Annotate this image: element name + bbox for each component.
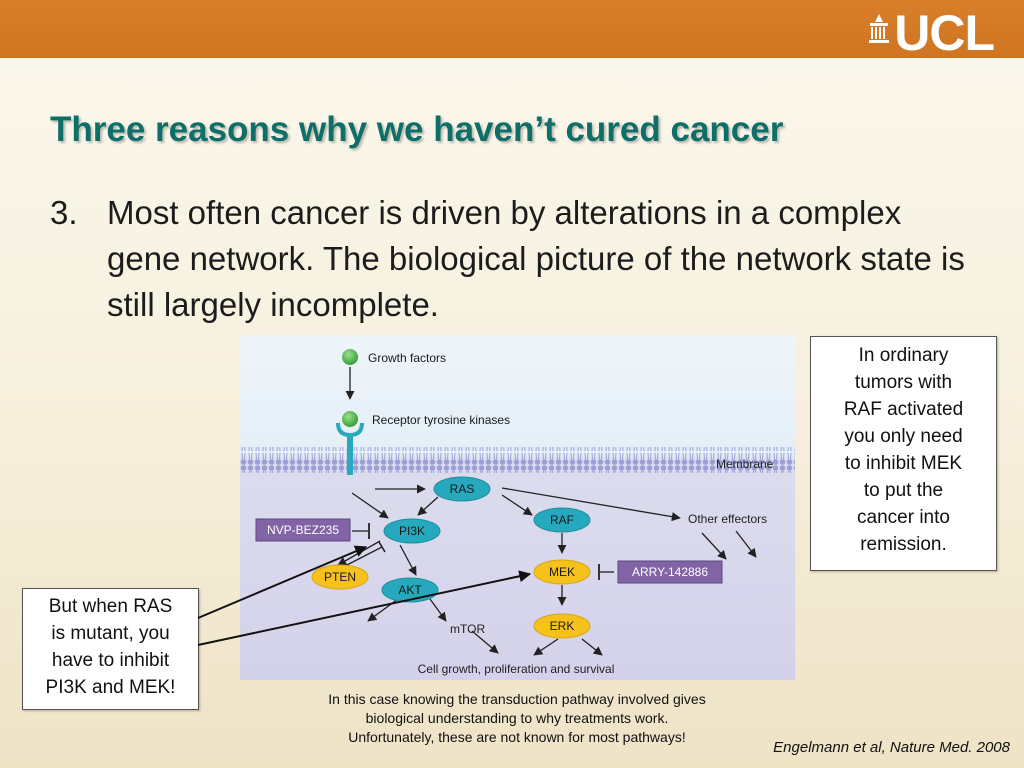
node-raf [533, 507, 591, 533]
node-pten-label: PTEN [324, 570, 356, 584]
caption-line: In this case knowing the transduction pa… [328, 691, 706, 707]
callout-right-line: RAF activated [843, 399, 964, 420]
header-bar: UCL [0, 0, 1024, 58]
portico-icon [869, 14, 890, 43]
arrow-ras-effectors [501, 487, 681, 522]
callout-right-line: to inhibit MEK [844, 453, 963, 474]
receptor-stalk [347, 435, 353, 475]
node-pi3k [383, 518, 441, 544]
callout-right-line: cancer into [857, 507, 950, 528]
bound-ligand [342, 411, 358, 427]
node-ras [433, 476, 491, 502]
callout-right-line: tumors with [854, 372, 953, 393]
figure-caption: In this case knowing the transduction pa… [262, 690, 772, 747]
callout-left-line: PI3K and MEK! [45, 677, 176, 698]
other-effectors-label: Other effectors [688, 512, 767, 526]
callout-right-line: to put the [863, 480, 944, 501]
pathway-figure: Growth factors Receptor tyrosine kinases… [240, 335, 795, 680]
callout-left-line: is mutant, you [51, 623, 170, 644]
growth-factors-label: Growth factors [368, 351, 446, 365]
arrow-erk-right [581, 638, 603, 656]
citation: Engelmann et al, Nature Med. 2008 [773, 739, 1010, 756]
slide-title: Three reasons why we haven’t cured cance… [50, 110, 784, 149]
node-mek-label: MEK [549, 565, 575, 579]
drug-nvp-label: NVP-BEZ235 [267, 523, 339, 537]
inhibit-bar-pten [378, 541, 386, 553]
node-mek [533, 559, 591, 585]
ucl-logo: UCL [866, 5, 995, 61]
arrow-ras-pi3k [417, 496, 439, 516]
callout-left-line: have to inhibit [51, 650, 170, 671]
arrow-rtk-pi3k [351, 492, 389, 519]
callout-right-line: remission. [860, 534, 947, 555]
caption-line: biological understanding to why treatmen… [365, 710, 669, 726]
drug-arry-label: ARRY-142886 [632, 565, 708, 579]
arrow-effectors-b [735, 530, 757, 558]
mtor-label: mTOR [450, 622, 485, 636]
callout-right-line: you only need [844, 426, 963, 447]
callout-ras-mutant: But when RAS is mutant, you have to inhi… [22, 588, 199, 710]
arrow-effectors-a [701, 532, 727, 560]
pathway-diagram: Growth factors Receptor tyrosine kinases… [240, 335, 795, 680]
drug-arry-box [617, 560, 723, 584]
arrow-ras-raf [501, 494, 533, 516]
figure-background [240, 335, 795, 680]
receptor-label: Receptor tyrosine kinases [372, 413, 510, 427]
node-erk-label: ERK [550, 619, 575, 633]
node-raf-label: RAF [550, 513, 574, 527]
node-ras-label: RAS [450, 482, 475, 496]
logo-text: UCL [894, 5, 995, 61]
drug-nvp-box [255, 518, 351, 542]
node-akt-label: AKT [398, 583, 422, 597]
membrane-label: Membrane [716, 457, 774, 471]
outcome-label: Cell growth, proliferation and survival [418, 662, 615, 676]
point-text: Most often cancer is driven by alteratio… [107, 194, 965, 323]
node-pi3k-label: PI3K [399, 524, 425, 538]
arrow-pi3k-akt [399, 544, 417, 576]
membrane-bilayer [240, 447, 795, 473]
node-erk [533, 613, 591, 639]
arrow-erk-left [533, 638, 559, 656]
callout-right-line: In ordinary [858, 345, 949, 366]
growth-factor-ligand [342, 349, 358, 365]
caption-line: Unfortunately, these are not known for m… [348, 729, 686, 745]
callout-raf-activated: In ordinary tumors with RAF activated yo… [810, 336, 997, 571]
callout-left-line: But when RAS [48, 596, 173, 617]
point-number: 3. [50, 194, 78, 231]
